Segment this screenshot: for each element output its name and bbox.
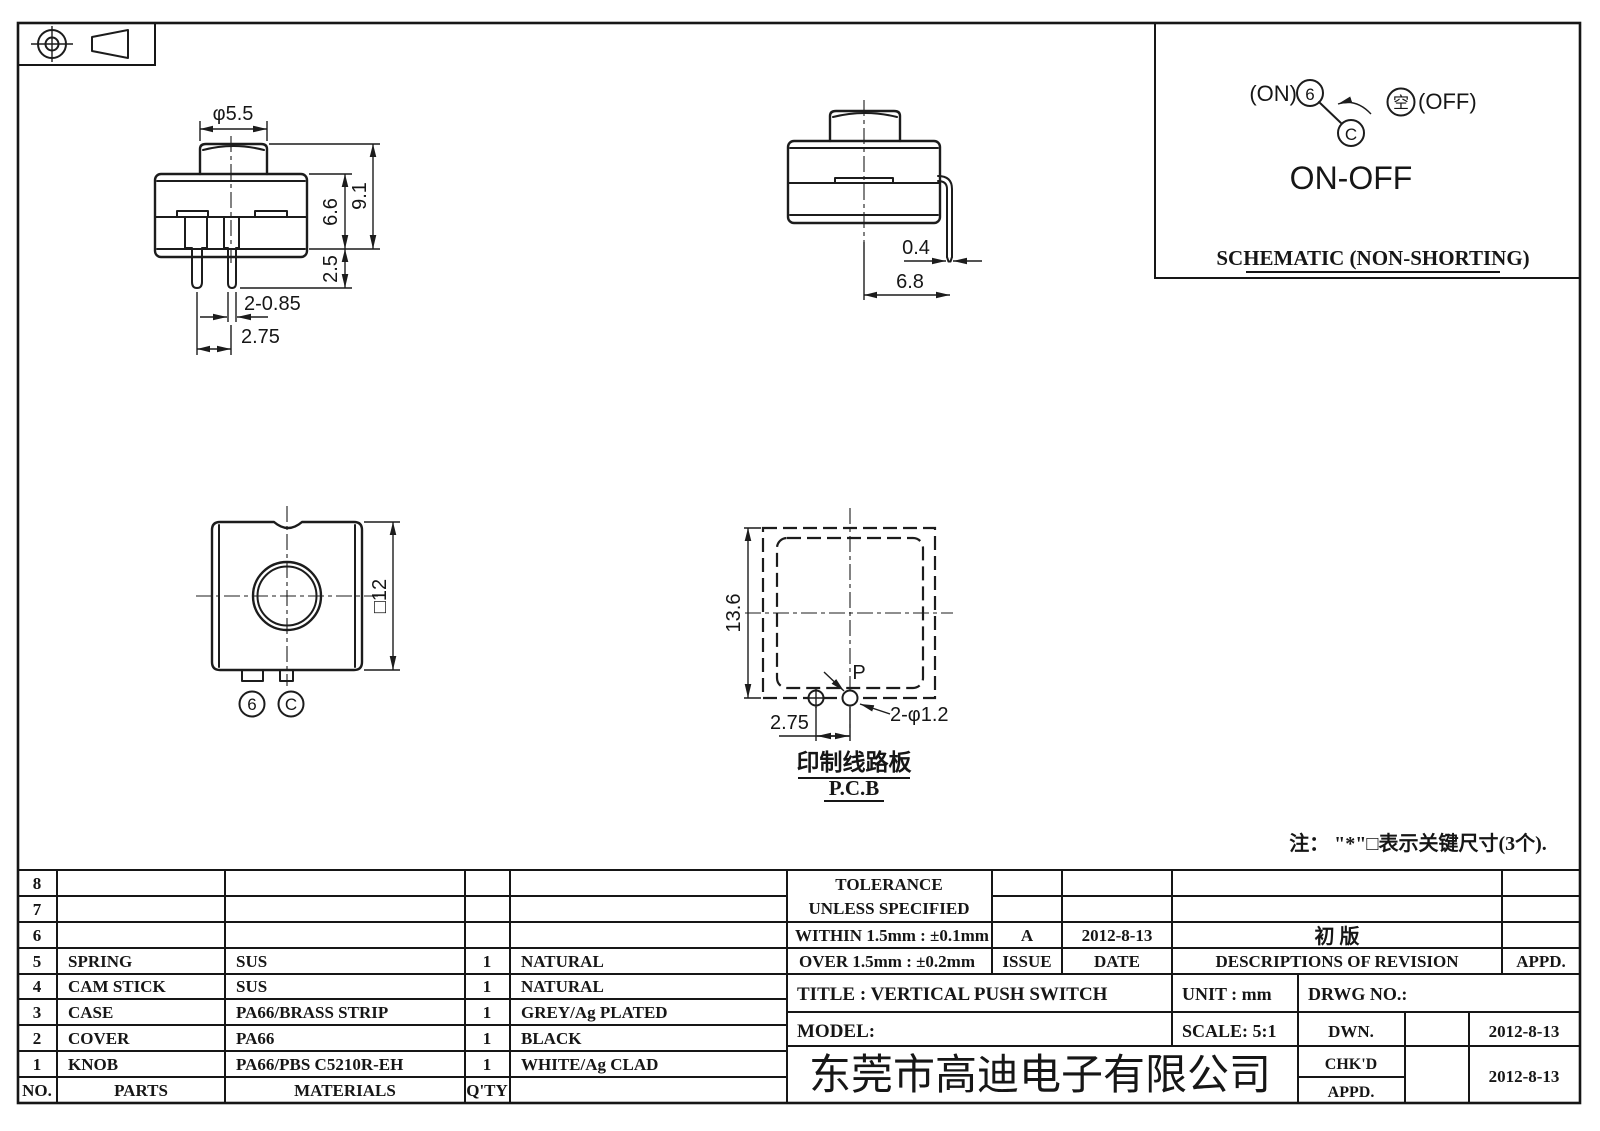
col-header-parts: PARTS [114,1081,168,1100]
part-row-no: 4 [33,977,42,996]
part-name: SPRING [68,952,132,971]
part-finish: NATURAL [521,952,604,971]
dim-pin-thickness: 0.4 [902,237,930,259]
dim-pcb-holes: 2-φ1.2 [890,704,949,726]
unit-value: UNIT : mm [1182,984,1272,1004]
chkd-label: CHK'D [1325,1056,1377,1073]
part-finish: BLACK [521,1029,582,1048]
pcb-caption-en: P.C.B [829,776,880,800]
drawing-title: TITLE : VERTICAL PUSH SWITCH [797,984,1108,1005]
part-finish: GREY/Ag PLATED [521,1003,668,1022]
parts-list: 8 7 6 5 SPRING SUS 1 NATURAL 4 CAM STICK… [22,874,667,1100]
part-material: SUS [236,977,267,996]
rotation-arrow-icon [1337,96,1372,115]
tolerance-line1: TOLERANCE [835,875,942,894]
schematic-function-label: ON-OFF [1290,160,1413,196]
dim-total-height: 9.1 [349,182,371,210]
schematic-off-label: (OFF) [1418,89,1477,114]
appd-label: APPD. [1328,1084,1375,1101]
terminal-c-label: C [285,695,297,714]
col-header-qty: Q'TY [466,1081,508,1100]
schematic-panel: (ON) 6 C 空 (OFF) ON-OFF SCHEMATIC (NON-S… [1154,22,1581,279]
terminal-6-label: 6 [247,695,256,714]
part-row-no: 6 [33,926,42,945]
date-label: DATE [1094,952,1140,971]
part-name: KNOB [68,1055,118,1074]
part-qty: 1 [483,1055,492,1074]
part-name: CASE [68,1003,113,1022]
title-block: TOLERANCE UNLESS SPECIFIED WITHIN 1.5mm … [795,875,1566,1101]
dim-pin-width: 2-0.85 [244,293,301,315]
revision-text: 初 版 [1315,924,1360,948]
issue-value: A [1021,926,1034,945]
tolerance-line2: UNLESS SPECIFIED [808,899,969,918]
part-finish: NATURAL [521,977,604,996]
part-qty: 1 [483,1029,492,1048]
part-row-no: 3 [33,1003,42,1022]
dwn-label: DWN. [1328,1022,1374,1041]
part-material: PA66/PBS C5210R-EH [236,1055,403,1074]
col-header-materials: MATERIALS [294,1081,396,1100]
target-symbol-icon [31,26,73,62]
part-qty: 1 [483,952,492,971]
dim-pin-length: 2.5 [320,255,342,283]
scale-value: SCALE: 5:1 [1182,1021,1277,1041]
dim-body-size: □12 [369,579,391,613]
cone-symbol-icon [91,29,129,59]
issue-date: 2012-8-13 [1082,926,1153,945]
drwg-no-label: DRWG NO.: [1308,984,1407,1004]
pcb-caption-cn: 印制线路板 [797,749,913,775]
dim-pin-offset: 6.8 [896,271,924,293]
part-row-no: 8 [33,874,42,893]
part-finish: WHITE/Ag CLAD [521,1055,658,1074]
dwn-date: 2012-8-13 [1489,1022,1560,1041]
part-material: PA66 [236,1029,274,1048]
revision-header: DESCRIPTIONS OF REVISION [1215,952,1459,971]
part-qty: 1 [483,1003,492,1022]
schematic-terminal-6: 6 [1305,85,1314,104]
pcb-view: P 2-φ1.2 13.6 2.75 印制线路板 P.C.B [723,508,953,802]
part-qty: 1 [483,977,492,996]
projection-symbol [17,22,156,66]
model-label: MODEL: [797,1021,875,1042]
schematic-caption: SCHEMATIC (NON-SHORTING) [1216,246,1529,270]
key-dimension-note: 注： "*"□表示关键尺寸(3个). [1289,831,1547,855]
appd-header: APPD. [1516,952,1566,971]
schematic-on-label: (ON) [1249,81,1297,106]
col-header-no: NO. [22,1081,52,1100]
part-row-no: 2 [33,1029,42,1048]
dim-pcb-height: 13.6 [723,594,745,633]
part-material: PA66/BRASS STRIP [236,1003,388,1022]
dim-pcb-pitch: 2.75 [770,712,809,734]
front-view: φ5.5 6.6 9.1 2.5 2-0.85 2.75 [153,103,380,355]
dim-body-height: 6.6 [320,198,342,226]
pcb-point-label: P [852,662,865,684]
chkd-date: 2012-8-13 [1489,1067,1560,1086]
company-name: 东莞市高迪电子有限公司 [809,1051,1271,1098]
tolerance-over: OVER 1.5mm : ±0.2mm [799,952,975,971]
dim-knob-dia: φ5.5 [213,103,254,125]
part-name: CAM STICK [68,977,167,996]
part-row-no: 1 [33,1055,42,1074]
schematic-off-symbol: 空 [1393,94,1409,112]
bottom-view: 6 C □12 [196,506,400,718]
part-row-no: 5 [33,952,42,971]
part-row-no: 7 [33,900,42,919]
title-block-grid [18,869,1580,1103]
part-material: SUS [236,952,267,971]
tolerance-within: WITHIN 1.5mm : ±0.1mm [795,926,989,945]
sheet-border [16,21,1582,1105]
dim-pin-pitch: 2.75 [241,326,280,348]
issue-label: ISSUE [1002,952,1051,971]
part-name: COVER [68,1029,130,1048]
schematic-terminal-c: C [1345,125,1357,144]
side-view: 0.4 6.8 [786,100,982,300]
